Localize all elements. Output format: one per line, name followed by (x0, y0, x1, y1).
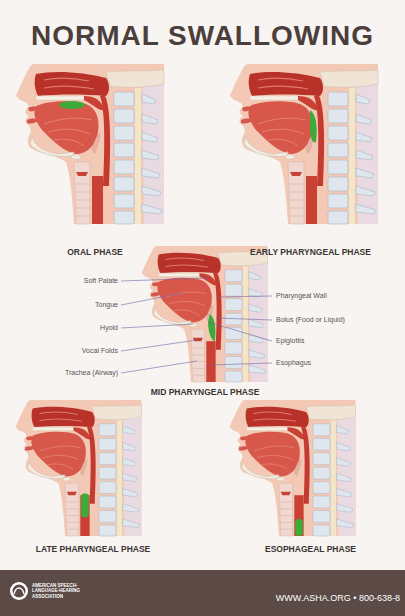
logo (10, 582, 28, 600)
bolus (295, 519, 303, 536)
late-pharyngeal-figure (16, 400, 142, 536)
leader-line (219, 296, 272, 297)
oral-phase-figure (16, 64, 164, 224)
phase-caption: LATE PHARYNGEAL PHASE (8, 545, 178, 555)
head-section (16, 400, 142, 536)
head-section (230, 400, 356, 536)
part-label: Tongue (20, 301, 118, 309)
leader-line (121, 293, 182, 305)
part-label: Vocal Folds (20, 347, 118, 355)
leader-line (216, 318, 272, 320)
leader-line (208, 322, 272, 341)
leader-lines (121, 278, 272, 373)
head-section (16, 64, 164, 224)
leader-line (121, 340, 197, 351)
bolus (208, 314, 215, 341)
bolus (59, 101, 85, 109)
leader-line (121, 361, 197, 373)
bolus (81, 494, 89, 518)
poster-title: NORMAL SWALLOWING (0, 21, 405, 52)
mid-pharyngeal-figure (142, 246, 268, 382)
phase-caption: MID PHARYNGEAL PHASE (125, 388, 285, 398)
esophageal-figure (230, 400, 356, 536)
footer-url: WWW.ASHA.ORG • 800-638-8 (230, 593, 400, 603)
part-label: Soft Palate (20, 277, 118, 285)
phase-caption: ESOPHAGEAL PHASE (228, 545, 393, 555)
part-label: Hyoid (20, 324, 118, 332)
logo-text: AMERICAN SPEECH-LANGUAGE-HEARING ASSOCIA… (32, 583, 82, 599)
leader-line (211, 363, 272, 365)
footer-band (0, 570, 405, 616)
part-label: Esophagus (276, 359, 400, 367)
head-section (230, 64, 378, 224)
bolus (310, 110, 317, 142)
early-pharyngeal-figure (230, 64, 378, 224)
leader-line (121, 278, 208, 281)
part-label: Bolus (Food or Liquid) (276, 316, 400, 324)
head-section (142, 246, 268, 382)
leader-line (121, 324, 193, 328)
phase-caption: ORAL PHASE (15, 248, 175, 258)
part-label: Epiglottis (276, 337, 400, 345)
part-label: Pharyngeal Wall (276, 292, 400, 300)
part-label: Trachea (Airway) (20, 369, 118, 377)
phase-caption: EARLY PHARYNGEAL PHASE (228, 248, 393, 258)
